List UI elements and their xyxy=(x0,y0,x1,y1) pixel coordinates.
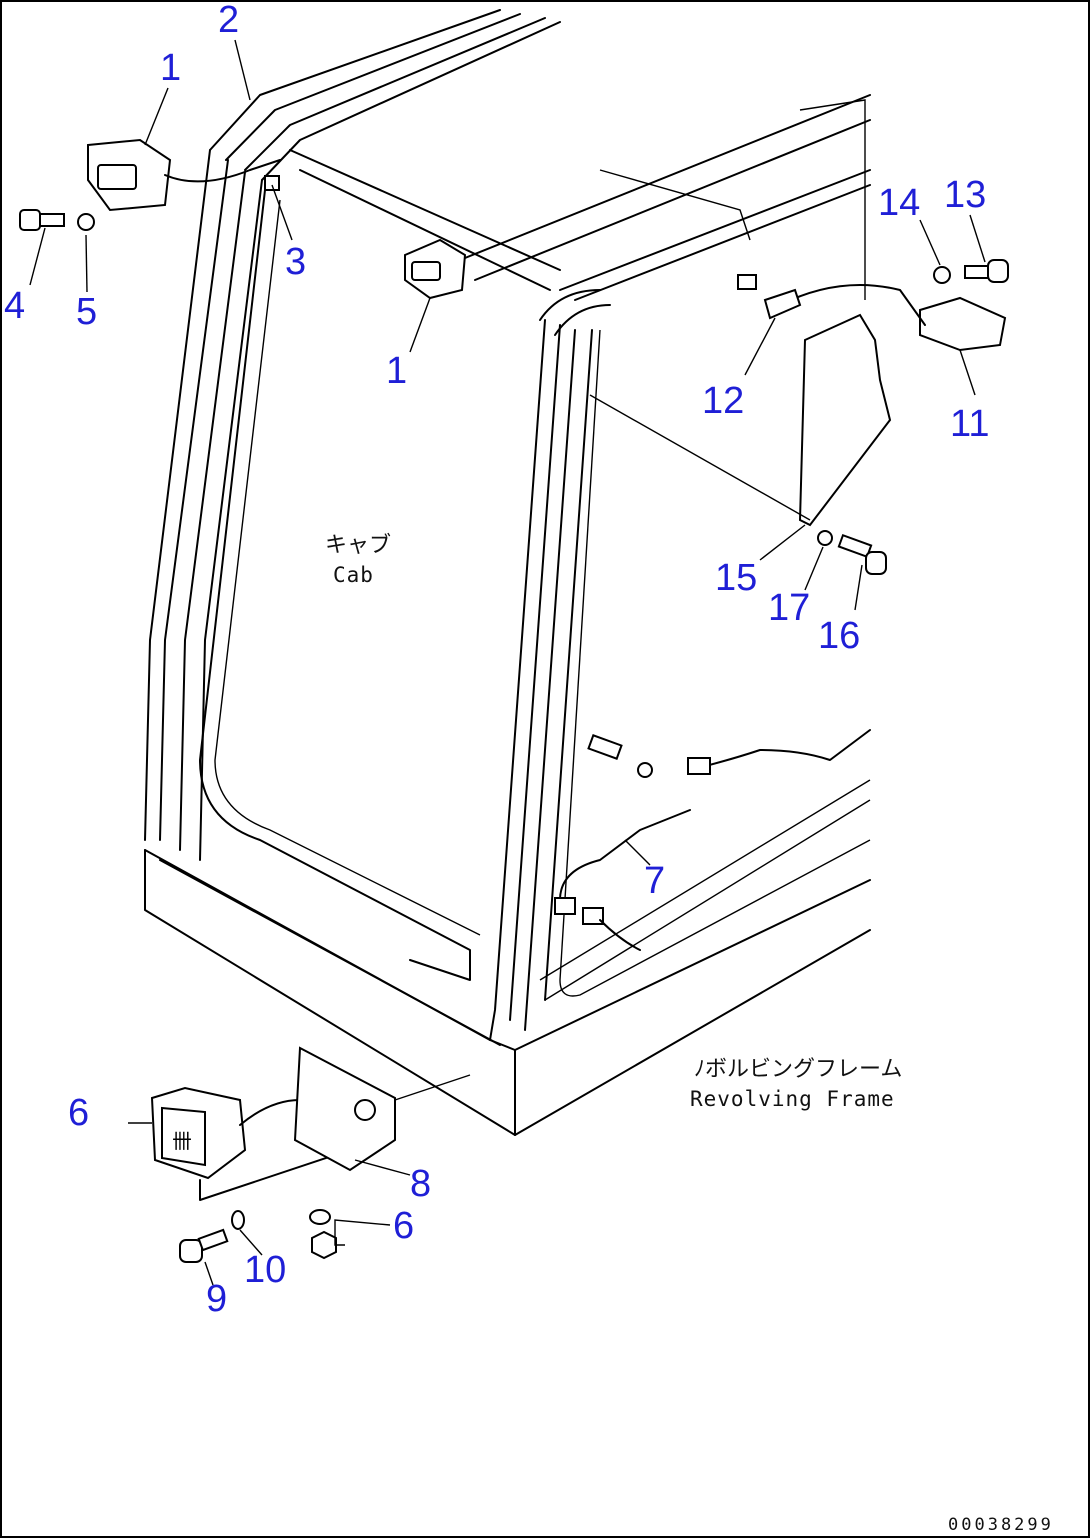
callout-14: 14 xyxy=(878,182,920,224)
callout-11: 11 xyxy=(950,403,989,445)
svg-text:卌: 卌 xyxy=(172,1129,192,1153)
callout-2: 2 xyxy=(218,0,239,41)
washer-14 xyxy=(933,266,951,284)
bolt-4 xyxy=(19,209,65,231)
work-lamp-left-top xyxy=(87,138,281,212)
bracket-15 xyxy=(798,313,892,527)
callout-17: 17 xyxy=(768,587,810,629)
callout-1-center: 1 xyxy=(386,350,407,392)
callout-16: 16 xyxy=(818,615,860,657)
drawing-code: 00038299 xyxy=(948,1515,1054,1535)
callout-12: 12 xyxy=(702,380,744,422)
bracket-8 xyxy=(293,1046,471,1172)
cab-label-jp: キャブ xyxy=(325,533,391,558)
cab-label-en: Cab xyxy=(333,563,374,587)
washer-17 xyxy=(817,530,833,546)
clamp-3 xyxy=(264,175,280,191)
harness-7 xyxy=(554,729,871,951)
callout-6-lamp: 6 xyxy=(68,1092,89,1134)
connector-plug xyxy=(737,274,757,290)
callout-4: 4 xyxy=(4,285,25,327)
work-lamp-center xyxy=(404,238,467,300)
callout-7: 7 xyxy=(644,860,665,902)
callout-9: 9 xyxy=(206,1278,227,1320)
bolt-9 xyxy=(179,1228,229,1263)
washer-6 xyxy=(309,1209,331,1225)
callout-15: 15 xyxy=(715,557,757,599)
bolt-13 xyxy=(964,259,1009,283)
frame-label-en: Revolving Frame xyxy=(690,1087,895,1111)
connector-12 xyxy=(763,288,802,320)
frame-label-jp: ﾉボルビングフレーム xyxy=(694,1057,902,1082)
bolt-16 xyxy=(837,533,887,575)
callout-3: 3 xyxy=(285,241,306,283)
area-labels: キャブ Cab ﾉボルビングフレーム Revolving Frame xyxy=(325,533,902,1111)
callout-1-top-left: 1 xyxy=(160,47,181,89)
callout-13: 13 xyxy=(944,174,986,216)
cab-structure xyxy=(144,9,871,1136)
washer-5 xyxy=(77,213,95,231)
washer-10 xyxy=(231,1210,245,1230)
leader-lines xyxy=(29,39,986,1286)
callout-8: 8 xyxy=(410,1163,431,1205)
callout-6-hardware: 6 xyxy=(393,1205,414,1247)
work-lamp-bottom: 卌 xyxy=(150,1086,381,1201)
nut-6 xyxy=(311,1230,337,1260)
callout-numbers: 1 2 1 3 4 5 14 13 12 11 15 17 16 7 6 8 6… xyxy=(4,0,989,1320)
callout-5: 5 xyxy=(76,291,97,333)
callout-10: 10 xyxy=(244,1249,286,1291)
